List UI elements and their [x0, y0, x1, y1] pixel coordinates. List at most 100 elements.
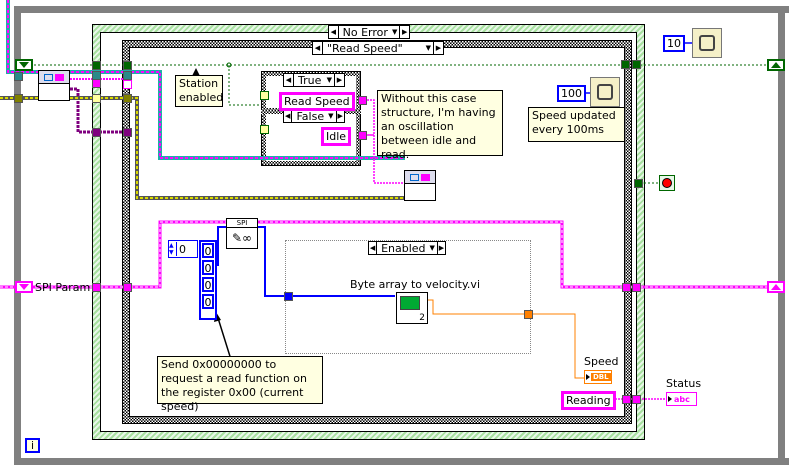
bool-case-true-label: True — [298, 73, 322, 87]
decrement-arrow-icon[interactable]: ◀ — [313, 42, 323, 54]
decrement-arrow-icon[interactable]: ◀ — [284, 74, 294, 86]
conditional-terminal-tunnel — [634, 179, 643, 188]
decrement-arrow-icon[interactable]: ◀ — [284, 110, 293, 122]
status-type-label: abc — [674, 394, 690, 404]
tunnel — [92, 94, 101, 103]
state-case-label: "Read Speed" — [327, 41, 403, 55]
wire-byte-array — [217, 226, 395, 297]
speed-indicator[interactable]: DBL — [584, 370, 612, 384]
wait-ms-node-inner[interactable] — [590, 77, 620, 107]
dropdown-icon[interactable]: ▼ — [326, 76, 332, 84]
bool-case-false-label: False — [296, 109, 325, 123]
shift-register-right-bool[interactable] — [767, 59, 785, 71]
byte-array-to-velocity-subvi[interactable]: 2 — [396, 292, 428, 324]
bundle-by-name-node[interactable] — [404, 170, 436, 201]
comment-wait: Speed updated every 100ms — [528, 107, 625, 142]
outer-while-loop-left — [14, 6, 21, 464]
stop-icon — [662, 178, 672, 188]
case-selector-terminal — [260, 125, 269, 134]
status-indicator[interactable]: abc — [666, 392, 697, 406]
tunnel — [123, 71, 132, 80]
triangle-up-icon — [771, 62, 781, 68]
speed-type-label: DBL — [591, 373, 611, 381]
tunnel — [358, 96, 367, 105]
dropdown-icon[interactable]: ▼ — [425, 44, 431, 52]
indicator-arrow-icon — [668, 396, 672, 402]
wire-string-next-state — [364, 99, 405, 184]
status-indicator-label: Status — [666, 377, 702, 390]
index-spinner-icon[interactable]: ▲▼ — [169, 242, 177, 256]
triangle-down-icon — [19, 62, 29, 68]
inner-wait-constant[interactable]: 100 — [557, 85, 586, 102]
comment-arrow-station — [192, 68, 200, 76]
wristwatch-icon — [699, 35, 715, 51]
wire-speed — [428, 299, 590, 379]
increment-arrow-icon[interactable]: ▶ — [399, 26, 409, 38]
speed-indicator-label: Speed — [584, 355, 619, 368]
disable-structure-selector[interactable]: ◀ Enabled ▼ ▶ — [368, 241, 446, 255]
dropdown-icon[interactable]: ▼ — [328, 112, 334, 120]
spi-write-read-node[interactable]: SPI ✎∞ — [226, 218, 258, 249]
shift-register-left-bool[interactable] — [15, 59, 33, 71]
tunnel — [632, 395, 641, 404]
cluster-icon — [55, 73, 64, 81]
tunnel — [92, 61, 101, 70]
tunnel — [14, 72, 23, 81]
spi-param-label: SPI Param — [35, 281, 91, 294]
tunnel — [622, 395, 631, 404]
outer-while-loop-top — [15, 6, 789, 13]
tunnel — [123, 94, 132, 103]
tunnel — [632, 60, 641, 69]
outer-while-loop-bottom — [14, 458, 789, 465]
cluster-icon — [421, 173, 430, 181]
wire-boolean-case — [228, 65, 261, 106]
array-index-display[interactable]: ▲▼ 0 — [168, 240, 198, 258]
decrement-arrow-icon[interactable]: ◀ — [369, 242, 378, 254]
triangle-down-icon — [19, 284, 29, 290]
tunnel — [622, 283, 631, 292]
wire-junction — [226, 62, 232, 68]
unbundle-by-name-node[interactable] — [38, 70, 70, 101]
tunnel — [123, 61, 132, 70]
decrement-arrow-icon[interactable]: ◀ — [329, 26, 339, 38]
bool-case-selector-false[interactable]: ◀ False ▼ ▶ — [283, 109, 345, 123]
tunnel — [524, 310, 533, 319]
increment-arrow-icon[interactable]: ▶ — [433, 42, 443, 54]
reading-constant[interactable]: Reading — [561, 391, 616, 410]
shift-register-left-spi[interactable] — [15, 281, 33, 293]
comment-oscillation: Without this case structure, I'm having … — [377, 90, 503, 161]
array-element[interactable]: 0 — [202, 294, 214, 309]
state-case-selector[interactable]: ◀ "Read Speed" ▼ ▶ — [312, 41, 444, 55]
idle-constant[interactable]: Idle — [321, 127, 352, 146]
outer-while-loop-right — [778, 13, 785, 458]
increment-arrow-icon[interactable]: ▶ — [334, 74, 344, 86]
tunnel — [14, 94, 23, 103]
bool-case-selector-true[interactable]: ◀ True ▼ ▶ — [283, 73, 345, 87]
triangle-up-icon — [771, 284, 781, 290]
comment-station-enabled: Station enabled — [175, 75, 223, 107]
dropdown-icon[interactable]: ▼ — [429, 244, 435, 252]
wristwatch-icon — [597, 84, 613, 100]
tunnel — [632, 283, 641, 292]
tunnel — [123, 283, 132, 292]
byte-array-constant[interactable]: 0 0 0 0 — [199, 240, 217, 320]
array-element[interactable]: 0 — [202, 243, 214, 258]
tunnel — [123, 128, 132, 137]
array-element[interactable]: 0 — [202, 260, 214, 275]
shift-register-right-spi[interactable] — [767, 281, 785, 293]
comment-spi-request: Send 0x00000000 to request a read functi… — [157, 356, 323, 413]
read-speed-constant[interactable]: Read Speed — [279, 92, 355, 111]
wire-error — [0, 97, 405, 199]
loop-condition-terminal[interactable] — [659, 175, 675, 191]
wait-ms-node-outer[interactable] — [692, 28, 722, 58]
array-element[interactable]: 0 — [202, 277, 214, 292]
increment-arrow-icon[interactable]: ▶ — [436, 242, 445, 254]
dropdown-icon[interactable]: ▼ — [391, 28, 398, 36]
increment-arrow-icon[interactable]: ▶ — [335, 110, 344, 122]
error-case-selector[interactable]: ◀ No Error ▼ ▶ — [328, 25, 410, 39]
pencil-glasses-icon: ✎∞ — [231, 231, 253, 245]
error-case-label: No Error — [342, 25, 388, 39]
indicator-arrow-icon — [586, 374, 590, 380]
outer-wait-constant[interactable]: 10 — [663, 35, 685, 52]
